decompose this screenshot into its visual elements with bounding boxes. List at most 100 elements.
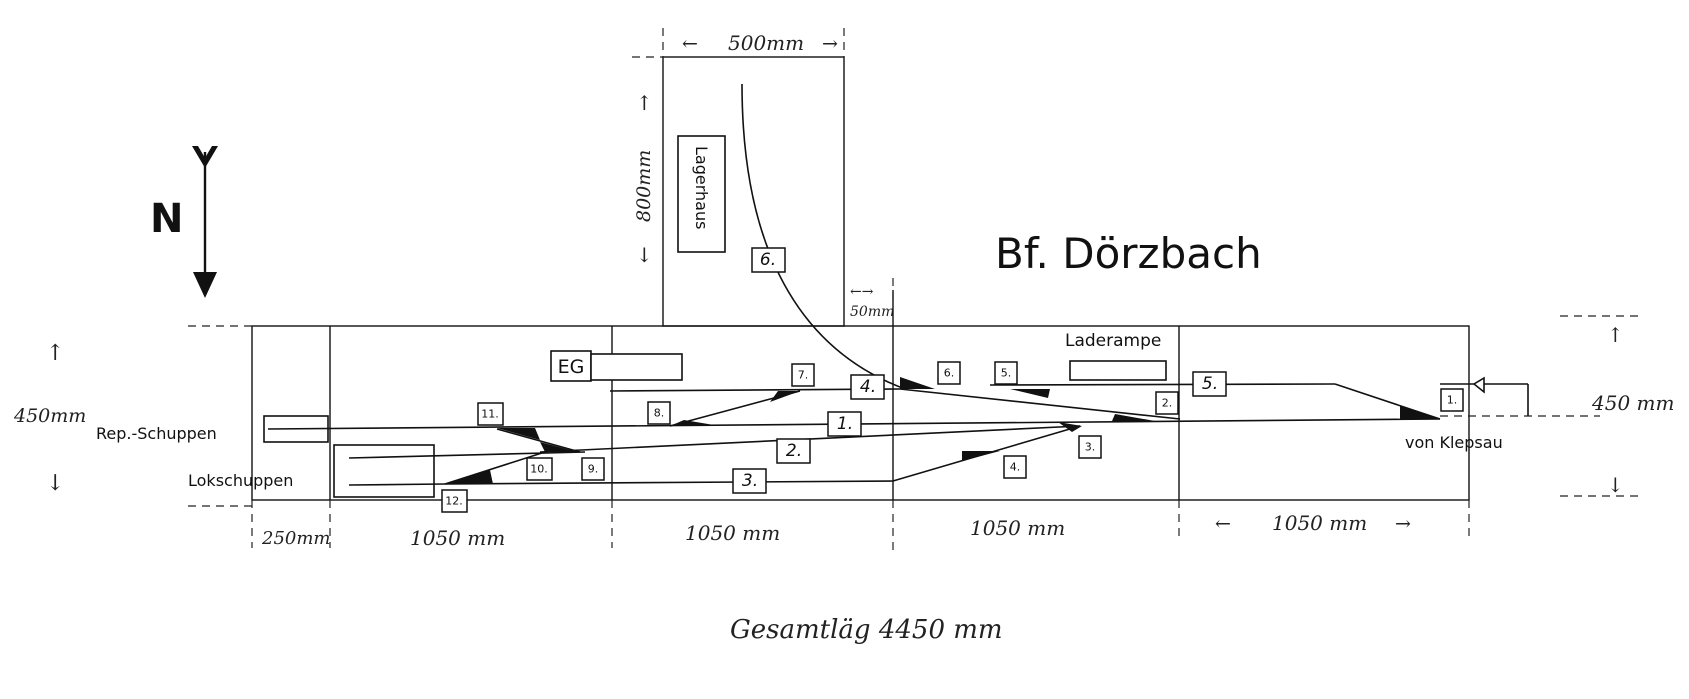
dim-left-arrow-up: ↑ xyxy=(46,341,64,366)
eg-label: EG xyxy=(558,356,585,378)
ladder-11-9 xyxy=(496,428,581,453)
dim-seg-250: 250mm xyxy=(261,528,331,549)
compass-label: N xyxy=(150,196,183,242)
switch-6-label: 6. xyxy=(944,367,955,380)
dim-right-arrow-down: ↓ xyxy=(1607,473,1624,497)
track-3-line xyxy=(444,480,894,485)
tracks xyxy=(267,83,1529,486)
switch-7-box xyxy=(791,363,815,387)
dim-right-arrow-up: ↑ xyxy=(1607,323,1624,347)
track-labels: 1. 2. 3. 4. 5. 6. xyxy=(732,247,1227,494)
lokschuppen-track-a xyxy=(348,451,586,459)
switch-7-label: 7. xyxy=(798,369,809,382)
dim-top-height-arrow-down: ↓ xyxy=(636,243,653,267)
switch-labels: 1. 2. 3. 4. 6. 5. 7. 8. 9. 10. 11. 12. xyxy=(441,361,1464,513)
baseboard-outline xyxy=(251,325,1470,501)
track-5-label: 5. xyxy=(1202,374,1218,394)
track-6-box xyxy=(751,247,786,273)
lokschuppen-building xyxy=(333,444,435,498)
switch-3-label: 3. xyxy=(1085,441,1096,454)
switch-12-label: 12. xyxy=(445,495,463,508)
direction-label: von Klepsau xyxy=(1405,433,1503,452)
switch-2-label: 2. xyxy=(1162,397,1173,410)
switch-6-wedge xyxy=(900,377,935,389)
track-6-label: 6. xyxy=(760,250,776,270)
track-3-label: 3. xyxy=(742,471,758,491)
switch-8-label: 8. xyxy=(654,407,665,420)
track-2-box xyxy=(776,438,811,464)
dim-offset: 50mm xyxy=(850,304,894,320)
station-title: Bf. Dörzbach xyxy=(995,229,1262,278)
lokschuppen-track-b xyxy=(348,483,446,486)
switch-4-label: 4. xyxy=(1010,461,1021,474)
switch-4-wedge xyxy=(962,451,1000,461)
track-4-box xyxy=(850,374,885,400)
switch-8-wedge xyxy=(670,420,720,426)
dim-top-height-arrow-up: ↑ xyxy=(636,91,653,115)
switch-1-label: 1. xyxy=(1447,394,1458,407)
switch-5-label: 5. xyxy=(1001,367,1012,380)
dim-seg-3: 1050 mm xyxy=(970,516,1065,540)
switch-8-box xyxy=(647,401,671,425)
dim-height-left: 450mm xyxy=(13,405,86,427)
switch-12-box xyxy=(441,489,468,513)
switch-2-wedge xyxy=(1112,414,1155,421)
dim-top-height: 800mm xyxy=(633,150,655,222)
switch-9-wedge xyxy=(540,442,578,452)
dim-height-right: 450 mm xyxy=(1591,391,1674,415)
lokschuppen-label: Lokschuppen xyxy=(188,471,293,490)
switch-11-box xyxy=(477,402,504,426)
switch-11-label: 11. xyxy=(481,408,499,421)
laderampe-label: Laderampe xyxy=(1065,331,1161,351)
switch-12-wedge xyxy=(445,470,493,484)
switch-4-box xyxy=(1003,455,1027,479)
switch-6-box xyxy=(937,361,961,385)
dim-offset-arrows: ←→ xyxy=(850,284,874,300)
dim-seg-4: 1050 mm xyxy=(1272,511,1367,535)
track-4-label: 4. xyxy=(860,377,876,397)
dim-top-width-arrow-right: → xyxy=(822,33,838,55)
laderampe-platform xyxy=(1069,360,1167,381)
lagerhaus-extension-board xyxy=(662,56,845,327)
signal-icon xyxy=(1472,376,1485,394)
track-2-label: 2. xyxy=(786,441,802,461)
north-arrow: N xyxy=(150,146,218,298)
dim-seg-2: 1050 mm xyxy=(685,521,780,545)
eg-platform xyxy=(590,353,683,381)
switch-9-box xyxy=(581,457,605,481)
switch-7-wedge xyxy=(770,391,800,402)
track-5-diagonal xyxy=(1334,383,1441,420)
track-4-diagonal xyxy=(899,388,1181,420)
switch-5-wedge xyxy=(1010,389,1050,398)
switch-9-label: 9. xyxy=(588,463,599,476)
total-length: Gesamtläg 4450 mm xyxy=(730,615,1003,645)
rep-schuppen-label: Rep.-Schuppen xyxy=(96,424,217,443)
lagerhaus-building xyxy=(677,135,726,253)
switch-10-label: 10. xyxy=(530,463,548,476)
switch-2-box xyxy=(1155,391,1179,415)
switch-1-wedge xyxy=(1400,406,1440,419)
lagerhaus-label: Lagerhaus xyxy=(692,146,711,229)
switch-markers xyxy=(445,377,1440,484)
switch-3-box xyxy=(1078,435,1102,459)
track-5-line xyxy=(989,383,1336,386)
dim-top-width: 500mm xyxy=(728,31,804,55)
dim-seg-4-arrow-left: ← xyxy=(1215,513,1231,535)
track-1-box xyxy=(827,411,862,437)
track-6-curve xyxy=(741,83,906,390)
track-5-box xyxy=(1192,371,1227,397)
dim-left-arrow-down: ↓ xyxy=(46,471,64,496)
dim-seg-1: 1050 mm xyxy=(410,526,505,550)
track-3-box xyxy=(732,468,767,494)
switch-11-wedge xyxy=(497,428,540,440)
track-1-label: 1. xyxy=(837,414,853,434)
switch-5-box xyxy=(994,361,1018,385)
module-frame xyxy=(188,28,1640,552)
dim-top-width-arrows: ← xyxy=(682,33,698,55)
switch-10-box xyxy=(526,457,553,481)
dimension-annotations: ← → 500mm ↑ ↓ 800mm ←→ 50mm ↑ ↓ 450mm ↑ … xyxy=(13,31,1674,645)
switch-1-box xyxy=(1440,388,1464,412)
dim-seg-4-arrow-right: → xyxy=(1395,513,1411,535)
switch-3-wedge xyxy=(1058,422,1082,432)
